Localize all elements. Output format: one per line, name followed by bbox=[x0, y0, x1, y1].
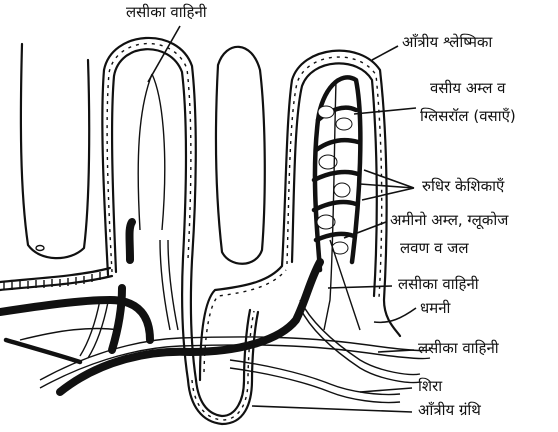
label-blood-capillaries: रुधिर केशिकाएँ bbox=[422, 178, 504, 195]
label-amino-acids-1: अमीनो अम्ल, ग्लूकोज bbox=[390, 212, 508, 229]
left-villus bbox=[21, 44, 89, 258]
label-amino-acids-2: लवण व जल bbox=[400, 240, 469, 257]
label-lacteal-top: लसीका वाहिनी bbox=[126, 4, 207, 21]
label-lymph-vessel: लसीका वाहिनी bbox=[418, 340, 499, 357]
intestinal-gland bbox=[188, 310, 258, 424]
epithelium-floor-left bbox=[0, 268, 112, 290]
plain-villus bbox=[216, 47, 265, 264]
label-lacteal-right: लसीका वाहिनी bbox=[398, 276, 479, 293]
label-artery: धमनी bbox=[420, 300, 450, 317]
label-fatty-acids-2: ग्लिसरॉल (वसाएँ) bbox=[420, 108, 516, 125]
label-fatty-acids-1: वसीय अम्ल व bbox=[430, 80, 506, 97]
main-villus bbox=[200, 51, 400, 380]
label-intestinal-mucosa: आँत्रीय श्लेष्मिका bbox=[402, 34, 492, 51]
label-intestinal-gland: आँत्रीय ग्रंथि bbox=[418, 402, 481, 419]
label-vein: शिरा bbox=[418, 378, 442, 395]
